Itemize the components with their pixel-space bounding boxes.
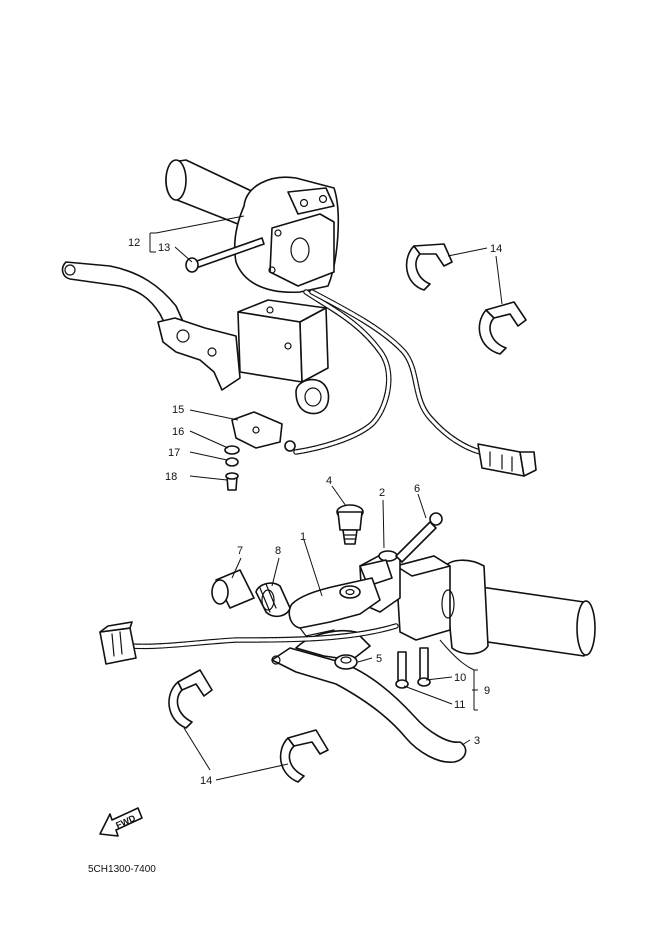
callout-11: 11 (454, 699, 465, 711)
callout-12: 12 (128, 237, 140, 249)
lower-grip (473, 585, 596, 657)
upper-grip-switch (165, 159, 340, 294)
upper-brake-lever (61, 261, 186, 331)
callout-15: 15 (172, 404, 184, 416)
callout-6: 6 (414, 483, 420, 495)
band-clip-lower-a (168, 669, 213, 729)
callout-14-lower: 14 (200, 775, 212, 787)
nut-17 (225, 457, 239, 467)
adjuster-7 (211, 569, 255, 609)
callout-2: 2 (379, 487, 385, 499)
part-code: 5CH1300-7400 (88, 864, 156, 875)
upper-connector (477, 443, 525, 477)
callout-1: 1 (300, 531, 306, 543)
fwd-label: FWD (114, 813, 137, 831)
callout-18: 18 (165, 471, 177, 483)
brake-switch-15 (231, 411, 296, 452)
lower-assembly (99, 504, 596, 783)
washer-16 (224, 445, 240, 455)
band-clip-upper-b (478, 301, 527, 355)
screw-18 (225, 472, 239, 491)
switch-housing-9 (395, 555, 489, 655)
callout-10: 10 (454, 672, 466, 684)
screw-13 (185, 237, 265, 273)
nut-5 (334, 654, 358, 670)
upper-wire-harness (293, 289, 537, 477)
screw-10 (417, 647, 431, 687)
callout-8: 8 (275, 545, 281, 557)
callout-9: 9 (484, 685, 490, 697)
fwd-arrow: FWD (99, 807, 143, 837)
lever-holder-1 (288, 577, 381, 637)
callout-13: 13 (158, 242, 170, 254)
callout-7: 7 (237, 545, 243, 557)
callout-labels: 1 2 3 4 5 6 7 8 9 10 11 12 13 14 15 16 1… (128, 237, 502, 787)
band-clip-upper-a (405, 243, 453, 291)
screw-11 (395, 651, 409, 689)
adjuster-nut-8 (255, 582, 291, 618)
callout-17: 17 (168, 447, 180, 459)
callout-5: 5 (376, 653, 382, 665)
screw-6 (395, 512, 443, 563)
callout-3: 3 (474, 735, 480, 747)
lower-connector (99, 627, 137, 665)
leader-lines (149, 215, 503, 781)
pivot-bolt-4 (336, 504, 364, 545)
upper-assembly (61, 159, 537, 491)
band-clip-lower-b (279, 729, 329, 783)
lever-bracket (157, 317, 241, 391)
callout-4: 4 (326, 475, 332, 487)
master-cylinder (237, 299, 330, 415)
fwd-arrow-icon (99, 807, 143, 837)
callout-16: 16 (172, 426, 184, 438)
lower-wire-harness (99, 621, 399, 665)
callout-14: 14 (490, 243, 502, 255)
